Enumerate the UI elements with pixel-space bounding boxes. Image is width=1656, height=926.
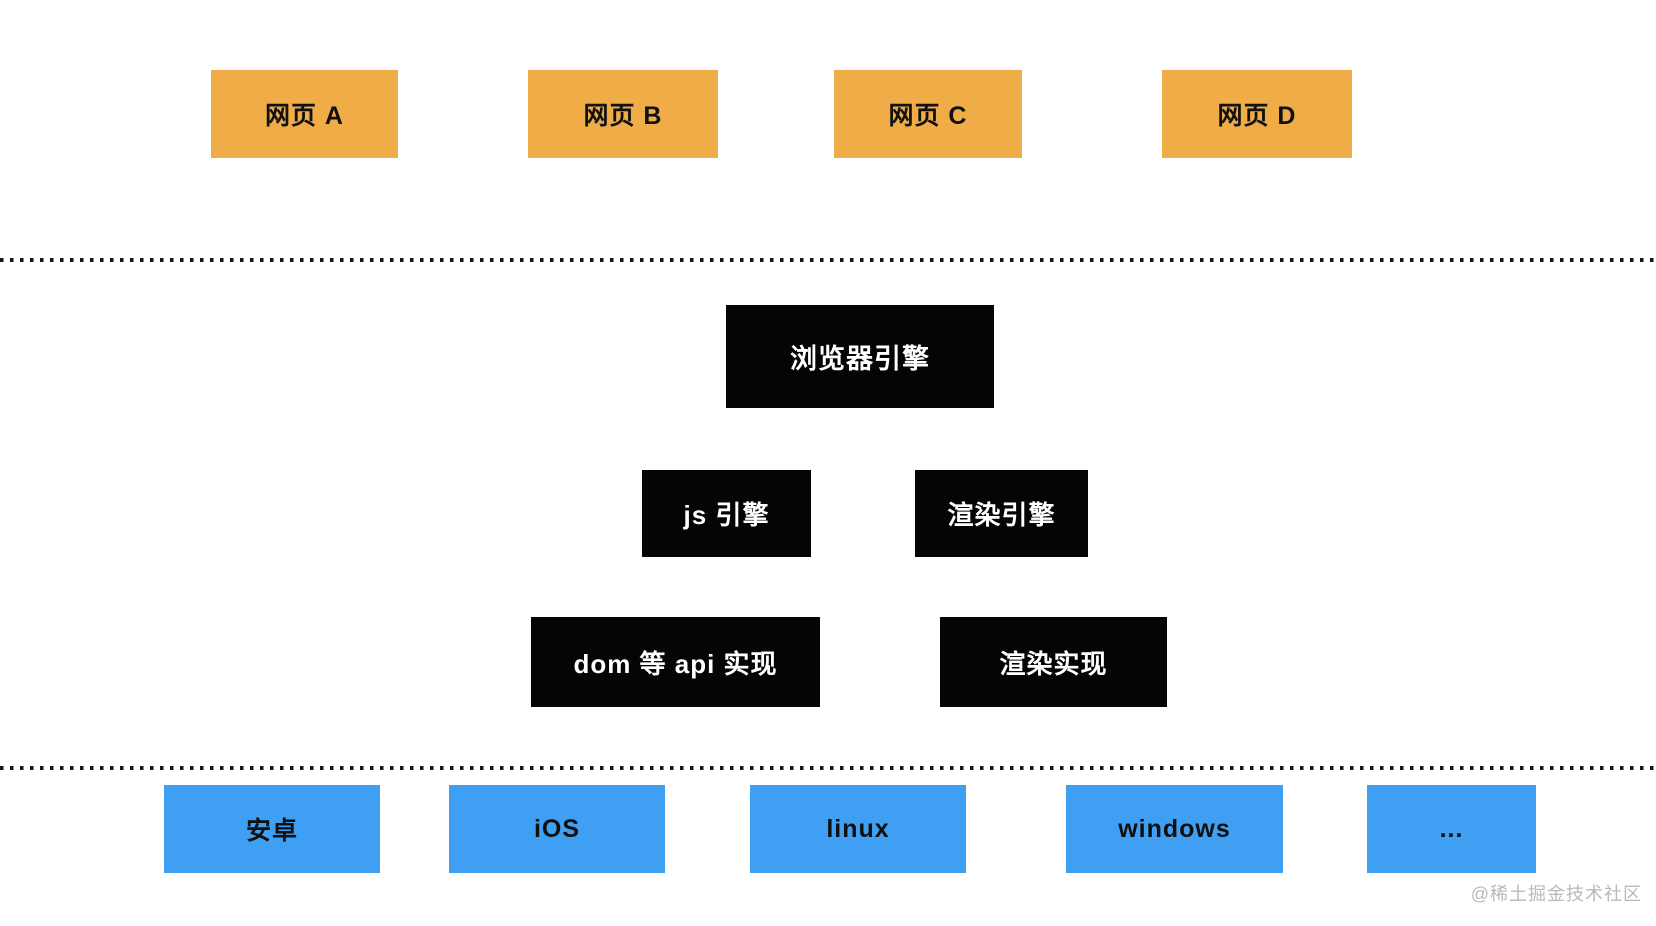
webpage-b-box: 网页 B xyxy=(528,70,718,158)
dotted-separator-bottom xyxy=(0,766,1656,770)
dotted-separator-top xyxy=(0,258,1656,262)
dom-api-implementation-box: dom 等 api 实现 xyxy=(531,617,820,707)
webpage-d-box: 网页 D xyxy=(1162,70,1352,158)
js-engine-box: js 引擎 xyxy=(642,470,811,557)
render-engine-box: 渲染引擎 xyxy=(915,470,1088,557)
platform-windows-box: windows xyxy=(1066,785,1283,873)
juejin-watermark: @稀土掘金技术社区 xyxy=(1470,884,1642,904)
browser-engine-box: 浏览器引擎 xyxy=(726,305,994,408)
render-implementation-box: 渲染实现 xyxy=(940,617,1167,707)
platform-more-box: ... xyxy=(1367,785,1536,873)
webpage-c-box: 网页 C xyxy=(834,70,1022,158)
platform-android-box: 安卓 xyxy=(164,785,380,873)
webpage-a-box: 网页 A xyxy=(211,70,398,158)
platform-linux-box: linux xyxy=(750,785,966,873)
platform-ios-box: iOS xyxy=(449,785,665,873)
